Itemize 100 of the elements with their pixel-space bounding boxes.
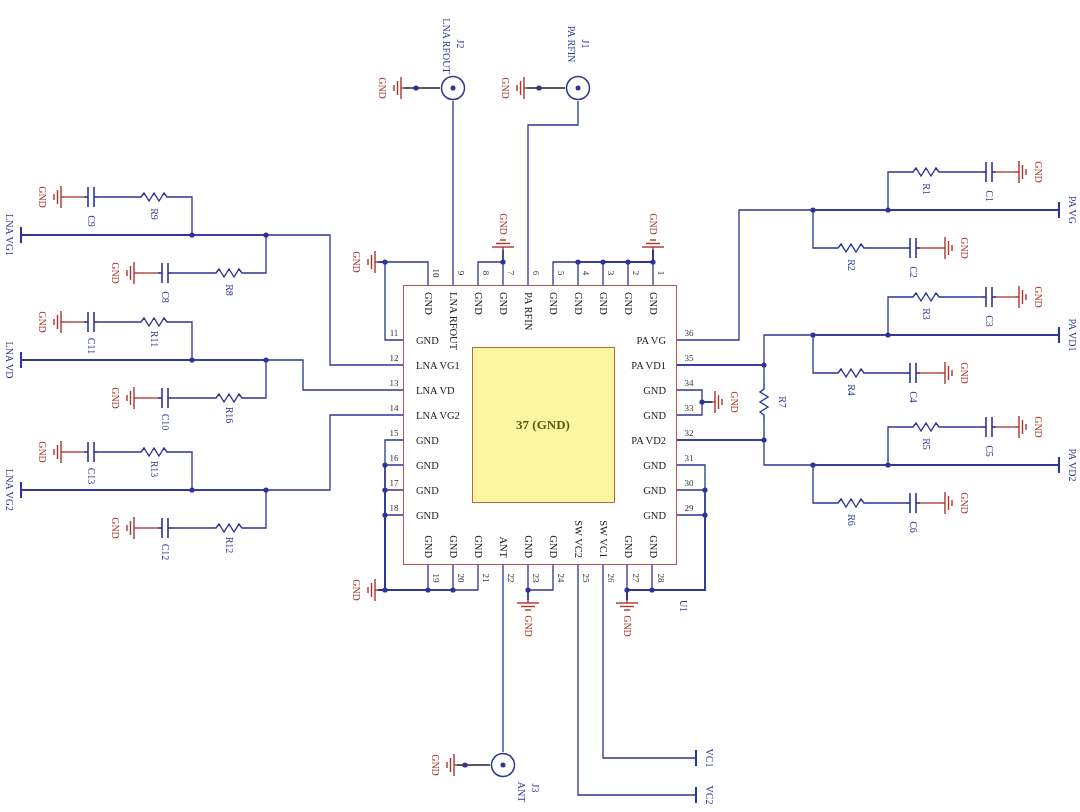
pin-number: 18 — [389, 503, 399, 513]
connector-label: ANT — [516, 781, 526, 803]
wire — [21, 234, 267, 274]
ground-label: GND — [110, 262, 120, 284]
ground-symbol — [942, 492, 954, 514]
wire — [812, 334, 1059, 374]
pin-name: GND — [416, 485, 439, 497]
wire — [995, 171, 1017, 173]
connector-label: LNA RFOUT — [441, 18, 451, 74]
pin-number: 2 — [630, 270, 640, 276]
ground-symbol — [125, 517, 137, 539]
ground-symbol — [515, 77, 527, 99]
pin-name: GND — [643, 485, 666, 497]
pin-number: 25 — [580, 573, 590, 583]
component-label: C10 — [160, 413, 170, 431]
pin-number: 21 — [480, 573, 490, 583]
wire — [552, 249, 654, 286]
capacitor-symbol — [84, 441, 98, 463]
component-label: R9 — [149, 208, 159, 220]
resistor-symbol — [210, 393, 248, 403]
wire — [63, 451, 85, 453]
ground-label: GND — [1033, 161, 1043, 183]
ground-label: GND — [729, 391, 739, 413]
ground-label: GND — [622, 615, 632, 637]
wire — [502, 564, 504, 753]
pin-name: GND — [422, 535, 434, 558]
wire — [171, 527, 211, 529]
pin-number: 15 — [389, 428, 399, 438]
wire — [577, 564, 696, 796]
ground-label: GND — [37, 186, 47, 208]
wire — [919, 372, 943, 374]
coax-connector-symbol — [490, 752, 516, 778]
capacitor-symbol — [906, 492, 920, 514]
pin-number: 14 — [389, 403, 399, 413]
ic-package-outline — [403, 285, 677, 565]
pin-number: 12 — [389, 353, 399, 363]
pin-name: GND — [472, 292, 484, 315]
pin-name: GND — [547, 535, 559, 558]
pin-name: LNA RFOUT — [447, 292, 459, 351]
wire — [944, 296, 983, 298]
pin-name: LNA VG2 — [416, 410, 460, 422]
resistor-symbol — [907, 167, 945, 177]
component-label: R12 — [224, 536, 234, 554]
coax-connector-symbol — [440, 75, 466, 101]
component-label: C9 — [86, 215, 96, 227]
wire — [403, 87, 441, 89]
ground-symbol — [52, 186, 64, 208]
capacitor-symbol — [906, 362, 920, 384]
ground-symbol — [1016, 286, 1028, 308]
component-label: R1 — [921, 183, 931, 195]
wire — [676, 401, 713, 416]
wire — [944, 426, 983, 428]
pin-name: LNA VG1 — [416, 360, 460, 372]
resistor-symbol — [135, 317, 173, 327]
capacitor-symbol — [158, 387, 172, 409]
wire — [136, 272, 159, 274]
ground-label: GND — [1033, 286, 1043, 308]
pin-number: 3 — [605, 270, 615, 276]
ground-label: GND — [430, 754, 440, 776]
pin-number: 23 — [530, 573, 540, 583]
ground-symbol — [52, 441, 64, 463]
resistor-symbol — [832, 368, 870, 378]
pin-number: 1 — [655, 270, 665, 276]
wire — [452, 100, 454, 286]
ground-label: GND — [648, 213, 658, 235]
wire — [21, 359, 267, 399]
pin-name: GND — [416, 435, 439, 447]
connector-label: J2 — [455, 39, 465, 49]
pin-name: GND — [447, 535, 459, 558]
resistor-symbol — [210, 523, 248, 533]
pin-number: 31 — [684, 453, 694, 463]
capacitor-symbol — [982, 161, 996, 183]
wire — [527, 100, 579, 286]
wire — [21, 489, 267, 529]
ground-label: GND — [37, 441, 47, 463]
ground-label: GND — [110, 387, 120, 409]
ground-label: GND — [110, 517, 120, 539]
wire — [136, 527, 159, 529]
component-label: C3 — [984, 315, 994, 327]
pin-name: GND — [597, 292, 609, 315]
ground-symbol — [942, 237, 954, 259]
capacitor-symbol — [158, 262, 172, 284]
ground-symbol — [366, 579, 378, 601]
pin-number: 17 — [389, 478, 399, 488]
component-label: C13 — [86, 467, 96, 485]
net-label: PA VD1 — [1067, 318, 1077, 352]
wire — [63, 321, 85, 323]
pin-number: 20 — [455, 573, 465, 583]
pin-number: 6 — [530, 270, 540, 276]
connector-label: J3 — [530, 783, 540, 793]
component-label: C6 — [908, 521, 918, 533]
pin-number: 26 — [605, 573, 615, 583]
pin-number: 10 — [430, 268, 440, 278]
pin-number: 9 — [455, 270, 465, 276]
resistor-symbol — [832, 498, 870, 508]
pin-number: 11 — [389, 328, 399, 338]
wire — [377, 564, 479, 591]
component-label: C4 — [908, 391, 918, 403]
component-label: R8 — [224, 284, 234, 296]
wire — [869, 502, 907, 504]
